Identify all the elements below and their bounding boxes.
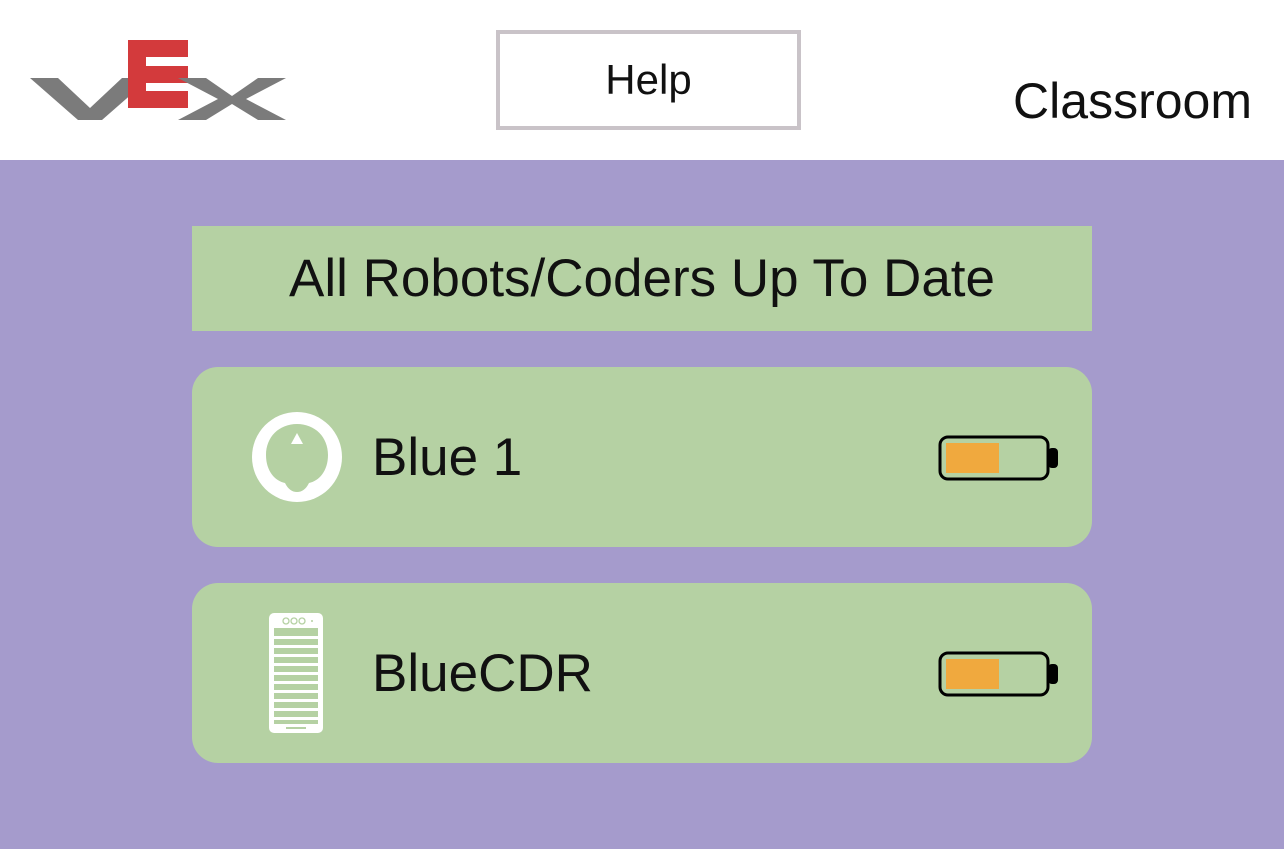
classroom-label: Classroom xyxy=(1013,73,1252,129)
main-panel: All Robots/Coders Up To Date Blue 1 xyxy=(0,160,1284,849)
status-banner: All Robots/Coders Up To Date xyxy=(192,226,1092,331)
vex-logo xyxy=(30,40,286,120)
help-button[interactable]: Help xyxy=(496,30,801,130)
device-card-blue-1[interactable]: Blue 1 xyxy=(192,367,1092,547)
robot-brain-icon xyxy=(252,412,342,502)
device-name: BlueCDR xyxy=(372,643,593,703)
battery-icon xyxy=(938,435,1058,481)
header-bar: Help Classroom xyxy=(0,0,1284,160)
device-card-bluecdr[interactable]: BlueCDR xyxy=(192,583,1092,763)
battery-icon xyxy=(938,651,1058,697)
coder-icon xyxy=(269,613,323,733)
device-name: Blue 1 xyxy=(372,427,523,487)
